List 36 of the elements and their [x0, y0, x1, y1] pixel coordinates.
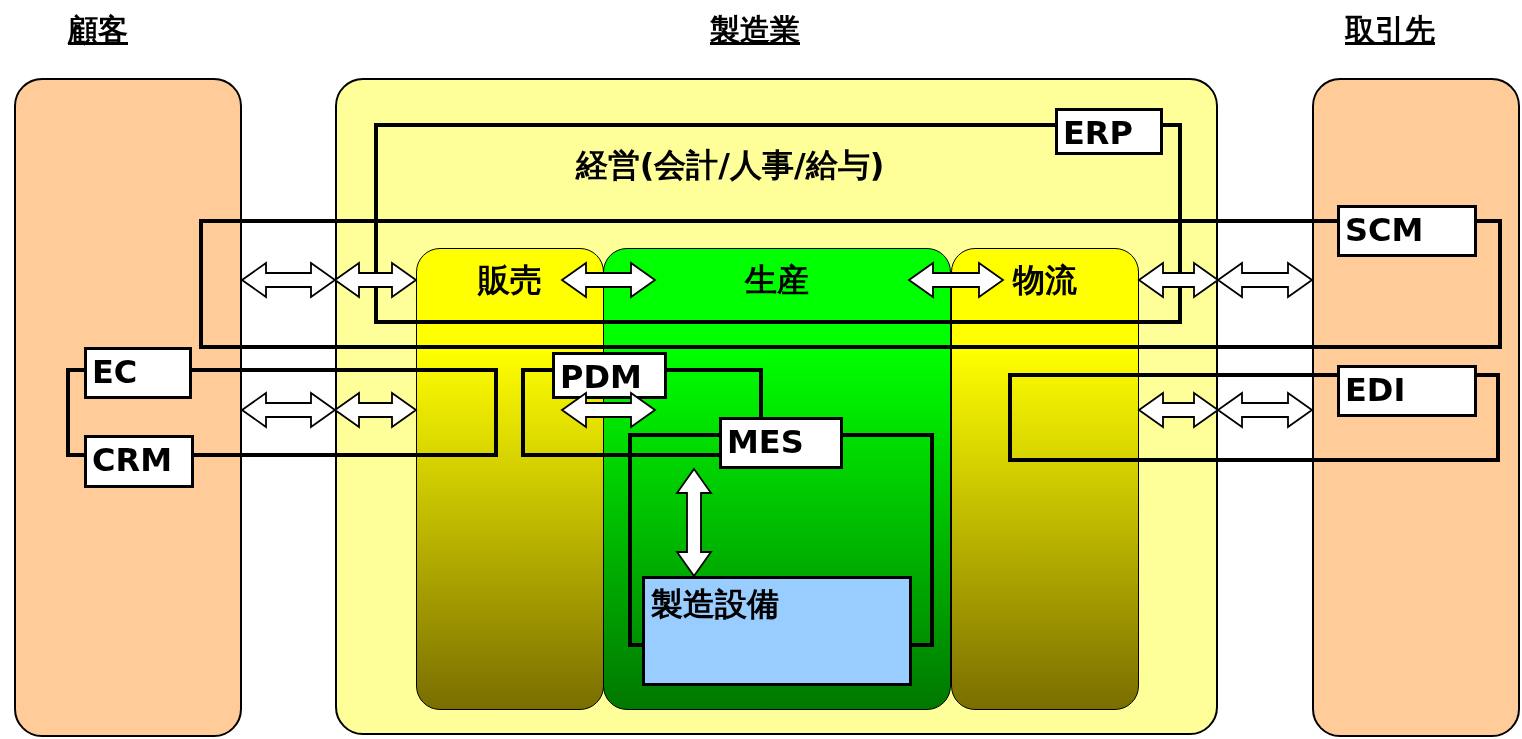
system-label-box	[552, 352, 667, 399]
system-label: CRM	[92, 441, 172, 480]
department-label: 物流	[1011, 261, 1078, 300]
section-heading: 取引先	[1344, 12, 1436, 48]
double-arrow	[675, 467, 713, 578]
system-label-box	[1055, 108, 1163, 155]
department-label: 生産	[743, 261, 810, 300]
system-label-box	[719, 417, 843, 469]
double-arrow	[333, 391, 418, 429]
system-label-box	[1337, 205, 1477, 257]
double-arrow	[1216, 261, 1314, 299]
department-label: 販売	[476, 261, 543, 300]
system-label: SCM	[1345, 211, 1424, 250]
section-heading: 顧客	[66, 12, 129, 48]
system-label: EC	[92, 353, 138, 392]
management-label: 経営(会計/人事/給与)	[574, 146, 886, 185]
system-label: PDM	[560, 358, 642, 397]
double-arrow	[560, 391, 657, 429]
system-label-box	[84, 347, 192, 399]
system-label-box	[84, 435, 194, 488]
department-column	[951, 248, 1139, 710]
system-label: MES	[727, 423, 804, 462]
double-arrow	[240, 261, 337, 299]
system-label: EDI	[1345, 371, 1406, 410]
double-arrow	[1137, 261, 1220, 299]
double-arrow	[333, 261, 418, 299]
double-arrow	[240, 391, 337, 429]
double-arrow	[1137, 391, 1220, 429]
equipment-label: 製造設備	[651, 585, 779, 624]
double-arrow	[907, 261, 1005, 299]
double-arrow	[1216, 391, 1314, 429]
section-heading: 製造業	[709, 12, 801, 48]
double-arrow	[560, 261, 657, 299]
system-label: ERP	[1063, 114, 1133, 153]
equipment-box	[642, 576, 912, 686]
system-label-box	[1337, 365, 1477, 417]
